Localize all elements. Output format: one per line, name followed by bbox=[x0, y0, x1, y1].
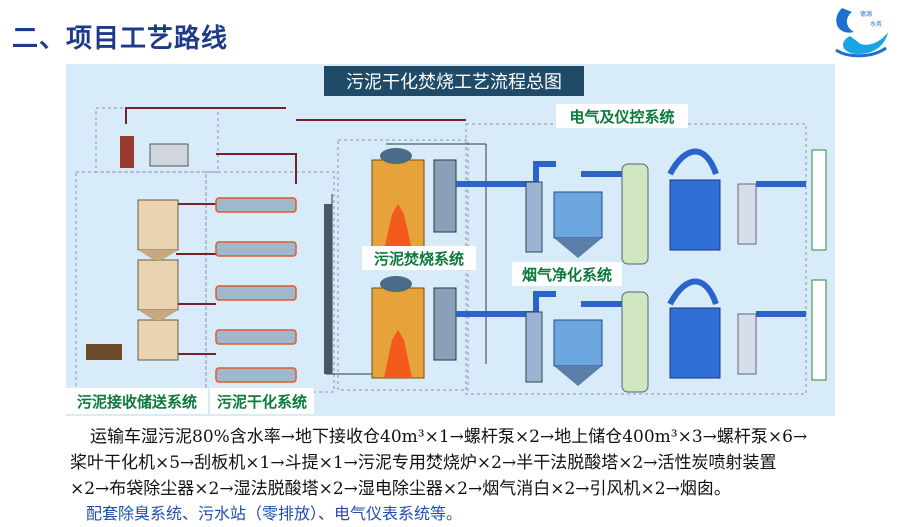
incinerator-2 bbox=[371, 276, 457, 379]
diagram-title: 污泥干化焚烧工艺流程总图 bbox=[346, 72, 562, 93]
wet-scrubbers bbox=[621, 163, 649, 393]
caption-line-2: 桨叶干化机×5→刮板机×1→斗提×1→污泥专用焚烧炉×2→半干法脱酸塔×2→活性… bbox=[70, 453, 777, 473]
paddle-dryers bbox=[215, 197, 297, 383]
drying-system-label: 污泥干化系统 bbox=[217, 393, 307, 411]
heater-unit bbox=[120, 136, 134, 168]
flue-gas-system-label: 烟气净化系统 bbox=[522, 266, 612, 284]
diagram-title-banner bbox=[324, 66, 584, 96]
caption-line-1: 运输车湿污泥80%含水率→地下接收仓40m³×1→螺杆泵×2→地上储仓400m³… bbox=[90, 427, 808, 447]
storage-system-label: 污泥接收储送系统 bbox=[77, 393, 197, 411]
page-title: 二、项目工艺路线 bbox=[12, 24, 229, 54]
caption-line-3: ×2→布袋除尘器×2→湿法脱酸塔×2→湿电除尘器×2→烟气消白×2→引风机×2→… bbox=[70, 479, 731, 499]
incineration-system-label: 污泥焚烧系统 bbox=[374, 250, 464, 268]
bucket-elevator bbox=[324, 204, 332, 374]
wet-esp bbox=[669, 179, 721, 379]
svg-text:水务: 水务 bbox=[870, 20, 882, 28]
bag-filters bbox=[553, 191, 603, 367]
process-flow-diagram: 污泥干化焚烧工艺流程总图 bbox=[66, 64, 835, 416]
condenser bbox=[149, 143, 189, 167]
incinerator-1 bbox=[371, 148, 457, 251]
storage-silos bbox=[137, 199, 179, 361]
chimneys bbox=[811, 149, 827, 381]
company-logo: 德源 水务 bbox=[835, 8, 888, 58]
supporting-systems-note: 配套除臭系统、污水站（零排放）、电气仪表系统等。 bbox=[86, 504, 463, 523]
receiving-pit bbox=[86, 344, 122, 360]
semi-dry-deacid-towers bbox=[525, 181, 543, 383]
electrical-system-label: 电气及仪控系统 bbox=[569, 108, 674, 126]
svg-text:德源: 德源 bbox=[860, 10, 872, 18]
process-route-description: 运输车湿污泥80%含水率→地下接收仓40m³×1→螺杆泵×2→地上储仓400m³… bbox=[70, 424, 890, 502]
